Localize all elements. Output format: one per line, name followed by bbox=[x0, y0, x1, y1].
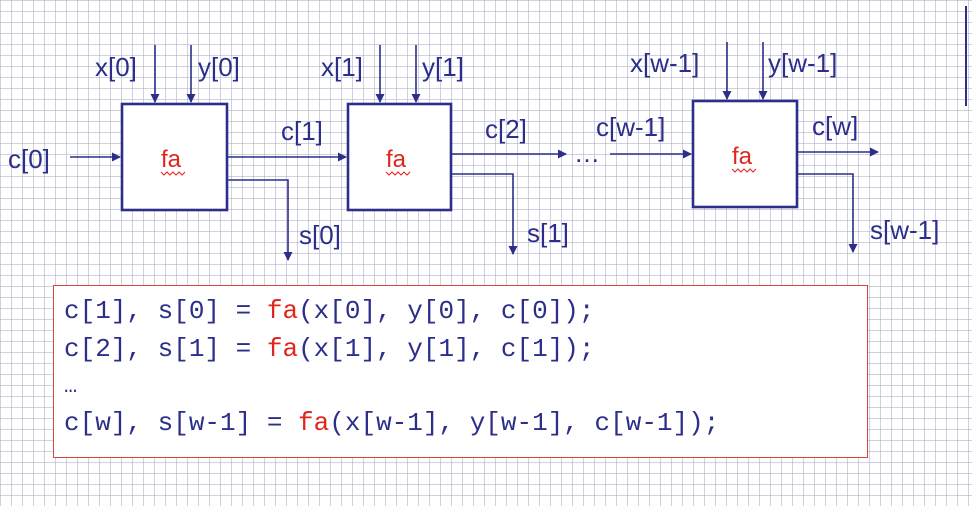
spellcheck-squiggle-1 bbox=[385, 171, 411, 176]
ripple-carry-adder-diagram: x[0] y[0] fa s[0] c[0] c[1] x[1] y[1] fa… bbox=[8, 42, 939, 261]
input-y1-label: y[1] bbox=[422, 52, 464, 82]
code-line-1-lhs: c[1], s[0] = bbox=[64, 296, 267, 326]
sw-minus-1-arrow bbox=[797, 173, 858, 253]
full-adder-block-0: x[0] y[0] fa s[0] bbox=[95, 45, 341, 261]
code-line-4: c[w], s[w-1] = fa(x[w-1], y[w-1], c[w-1]… bbox=[64, 404, 867, 442]
spellcheck-squiggle-w-minus-1 bbox=[731, 168, 757, 173]
input-xw-minus-1-label: x[w-1] bbox=[630, 48, 699, 78]
s0-arrow bbox=[227, 179, 293, 261]
fa-label-0: fa bbox=[161, 146, 182, 173]
slide-edge-line bbox=[965, 6, 967, 106]
code-line-2-fn: fa bbox=[266, 334, 299, 364]
code-line-4-args: (x[w-1], y[w-1], c[w-1]); bbox=[329, 408, 720, 438]
sum-sw-minus-1-label: s[w-1] bbox=[870, 215, 939, 245]
sum-s1-label: s[1] bbox=[527, 218, 569, 248]
code-line-2-lhs: c[2], s[1] = bbox=[64, 334, 267, 364]
carry-c0-label: c[0] bbox=[8, 144, 50, 174]
carry-cw-label: c[w] bbox=[812, 111, 858, 141]
carry-c1-label: c[1] bbox=[281, 116, 323, 146]
code-line-1-args: (x[0], y[0], c[0]); bbox=[298, 296, 595, 326]
input-yw-minus-1-label: y[w-1] bbox=[768, 48, 837, 78]
full-adder-block-1: x[1] y[1] fa s[1] bbox=[321, 45, 569, 255]
code-ellipsis: … bbox=[64, 374, 78, 399]
fa-label-1: fa bbox=[386, 146, 407, 173]
code-block: c[1], s[0] = fa(x[0], y[0], c[0]); c[2],… bbox=[53, 285, 868, 458]
code-line-ellipsis: … bbox=[64, 368, 867, 404]
input-y0-label: y[0] bbox=[198, 52, 240, 82]
s1-arrow bbox=[451, 173, 518, 255]
carry-cw-minus-1-label: c[w-1] bbox=[596, 112, 665, 142]
input-x1-label: x[1] bbox=[321, 52, 363, 82]
fa-label-w-minus-1: fa bbox=[732, 143, 753, 170]
fa-box-1 bbox=[346, 102, 453, 212]
full-adder-block-w-minus-1: x[w-1] y[w-1] fa s[w-1] bbox=[630, 42, 939, 253]
code-line-4-lhs: c[w], s[w-1] = bbox=[64, 408, 299, 438]
chain-ellipsis: … bbox=[574, 138, 600, 168]
fa-box-w-minus-1 bbox=[691, 99, 799, 209]
input-x0-label: x[0] bbox=[95, 52, 137, 82]
code-line-2-args: (x[1], y[1], c[1]); bbox=[298, 334, 595, 364]
code-line-4-fn: fa bbox=[298, 408, 330, 438]
sum-s0-label: s[0] bbox=[299, 220, 341, 250]
carry-c2-label: c[2] bbox=[485, 114, 527, 144]
code-line-1-fn: fa bbox=[266, 296, 299, 326]
code-line-1: c[1], s[0] = fa(x[0], y[0], c[0]); bbox=[64, 292, 867, 330]
code-line-2: c[2], s[1] = fa(x[1], y[1], c[1]); bbox=[64, 330, 867, 368]
spellcheck-squiggle-0 bbox=[160, 171, 186, 176]
